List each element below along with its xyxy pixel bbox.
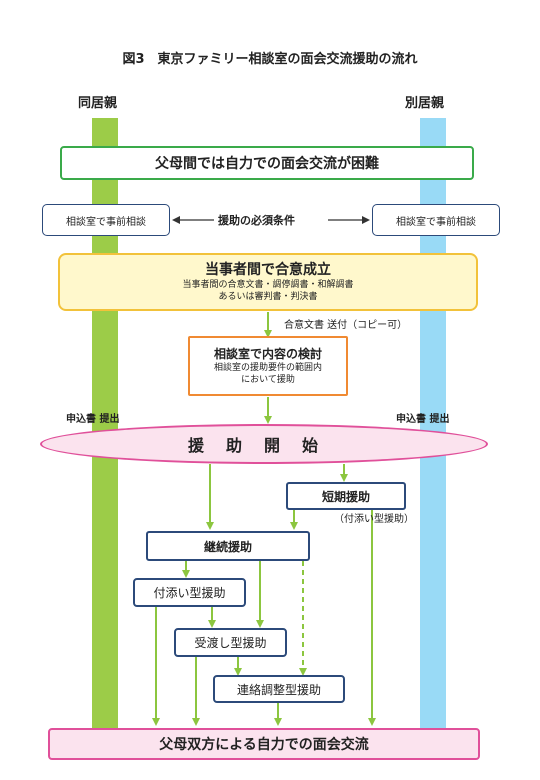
liaison-box: 連絡調整型援助 (213, 675, 345, 703)
continuous-box: 継続援助 (146, 531, 310, 561)
review-title: 相談室で内容の検討 (213, 347, 322, 361)
accompany-box: 付添い型援助 (133, 578, 246, 607)
agreement-line1: 当事者間の合意文書・調停調書・和解調書 (182, 280, 354, 290)
label-custodial-parent: 同居親 (78, 96, 118, 111)
agreement-box: 当事者間で合意成立 当事者間の合意文書・調停調書・和解調書 あるいは審判書・判決… (58, 253, 478, 311)
short-term-note: （付添い型援助） (334, 514, 414, 525)
review-box: 相談室で内容の検討 相談室の援助要件の範囲内 において援助 (188, 336, 348, 396)
review-line2: において援助 (241, 375, 295, 385)
short-term-box: 短期援助 (286, 482, 406, 510)
send-note: 合意文書 送付（コピー可） (284, 320, 408, 331)
handover-box: 受渡し型援助 (174, 628, 287, 657)
application-left: 申込書 提出 (66, 414, 120, 425)
agreement-line2: あるいは審判書・判決書 (218, 292, 318, 302)
prereq-label: 援助の必須条件 (218, 214, 295, 227)
diagram-title: 図3 東京ファミリー相談室の面会交流援助の流れ (122, 52, 418, 67)
difficulty-box: 父母間では自力での面会交流が困難 (60, 146, 474, 180)
label-noncustodial-parent: 別居親 (405, 96, 445, 111)
application-right: 申込書 提出 (396, 414, 450, 425)
pre-consult-left: 相談室で事前相談 (42, 204, 170, 236)
start-support-ellipse: 援助開始 (40, 424, 488, 464)
agreement-title: 当事者間で合意成立 (205, 262, 331, 278)
pre-consult-right: 相談室で事前相談 (372, 204, 500, 236)
final-box: 父母双方による自力での面会交流 (48, 728, 480, 760)
review-line1: 相談室の援助要件の範囲内 (213, 363, 322, 373)
